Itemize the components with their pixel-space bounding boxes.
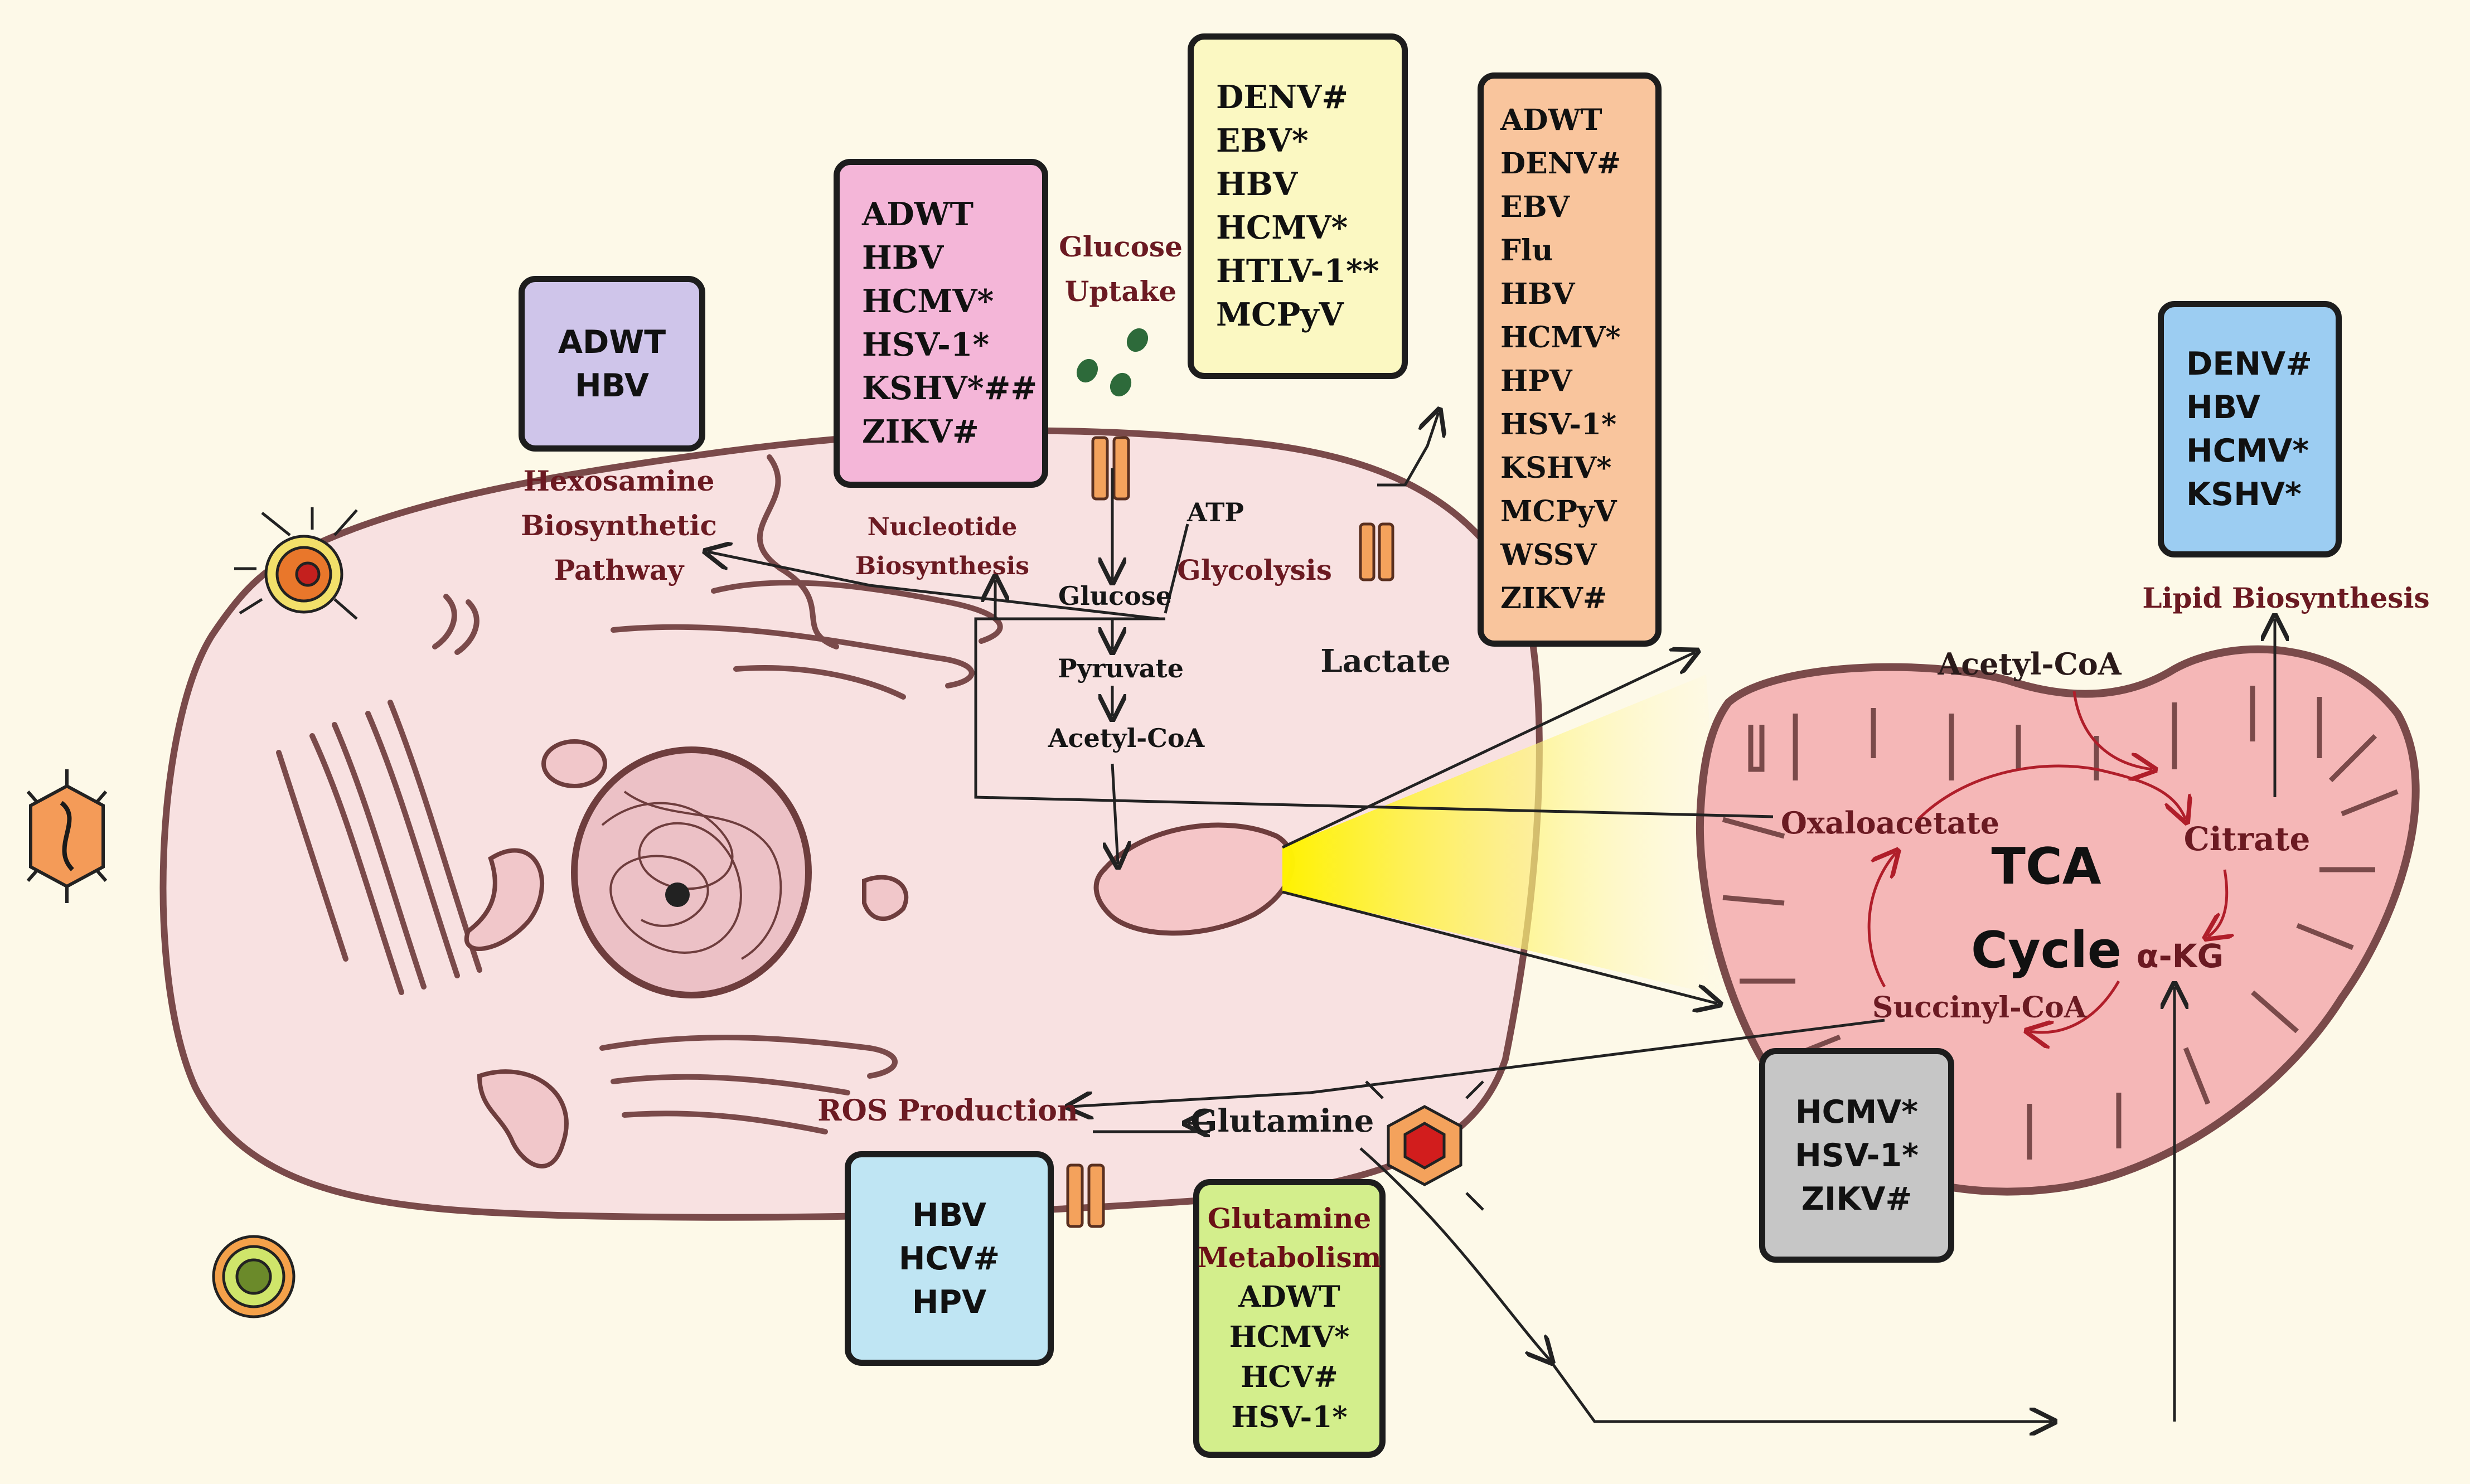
oxaloacetate-label: Oxaloacetate — [1781, 805, 1999, 841]
virus-item: HSV-1* — [1231, 1400, 1348, 1434]
ros-virus-box: HBV HCV# HPV — [845, 1151, 1054, 1366]
virus-item: HPV — [1500, 364, 1572, 398]
metabolite-labels: ATP Glucose Pyruvate Acetyl-CoA — [1048, 497, 1244, 753]
virus-item: EBV — [1500, 190, 1570, 224]
glutamine-label: Glutamine — [1191, 1103, 1374, 1139]
virus-item: HSV-1* — [1500, 408, 1617, 442]
virus-item: ADWT — [1238, 1280, 1340, 1314]
virus-item: ZIKV# — [862, 413, 979, 450]
virus-item: DENV# — [1216, 79, 1348, 116]
nucleotide-virus-box: ADWT HBV HCMV* HSV-1* KSHV*## ZIKV# — [834, 159, 1048, 488]
virus-item: WSSV — [1500, 538, 1597, 572]
virus-item: HPV — [912, 1283, 987, 1321]
zoom-beam — [1282, 675, 1728, 998]
virus-item: EBV* — [1216, 122, 1309, 159]
virus-item: HCMV* — [1500, 321, 1621, 355]
succinyl-coa-label: Succinyl-CoA — [1872, 991, 2087, 1025]
virus-item: DENV# — [2186, 346, 2312, 382]
virus-top-left — [234, 507, 358, 620]
lipid-virus-box: DENV# HBV HCMV* KSHV* — [2158, 301, 2342, 557]
glucose-uptake-label-1: Glucose — [1059, 230, 1183, 263]
glucose-molecules — [1076, 328, 1149, 397]
lactate-virus-box: ADWT DENV# EBV Flu HBV HCMV* HPV HSV-1* … — [1478, 72, 1662, 647]
acetyl-coa-mito-label: Acetyl-CoA — [1937, 646, 2122, 682]
virus-item: HCV# — [898, 1240, 1000, 1277]
nucleotide-label-1: Nucleotide — [868, 513, 1018, 541]
cell-labels: Hexosamine Biosynthetic Pathway Nucleoti… — [521, 230, 1451, 1139]
virus-item: HSV-1* — [1795, 1137, 1919, 1174]
virus-item: HCMV* — [1229, 1320, 1350, 1354]
glycolysis-label: Glycolysis — [1177, 554, 1332, 586]
atp-label: ATP — [1186, 497, 1244, 527]
virus-item: KSHV* — [1500, 451, 1612, 485]
organelles — [464, 739, 909, 1168]
glutamine-virus-box: Glutamine Metabolism ADWT HCMV* HCV# HSV… — [1193, 1179, 1386, 1458]
glucose-uptake-label-2: Uptake — [1065, 275, 1177, 308]
virus-item: ADWT — [558, 323, 666, 361]
glutamine-metabolism-header: Metabolism — [1197, 1241, 1382, 1274]
lactate-label: Lactate — [1320, 643, 1450, 680]
virus-item: HCMV* — [2186, 433, 2309, 469]
glutamine-metabolism-header: Glutamine — [1207, 1202, 1372, 1235]
virus-item: HBV — [2186, 389, 2260, 426]
tca-label-1: TCA — [1991, 837, 2101, 896]
glucose-virus-box: DENV# EBV* HBV HCMV* HTLV-1** MCPyV — [1188, 33, 1408, 379]
virus-item: Flu — [1500, 234, 1553, 268]
glutamine-transporter — [1066, 1163, 1105, 1228]
nucleotide-label-2: Biosynthesis — [855, 552, 1029, 580]
virus-item: HCV# — [1241, 1360, 1338, 1394]
cell-mitochondrion — [1093, 822, 1295, 936]
alpha-kg-label: α-KG — [2137, 937, 2224, 975]
virus-left — [26, 769, 108, 903]
mito-labels: Acetyl-CoA Lipid Biosynthesis Oxaloaceta… — [1781, 581, 2430, 1025]
tca-cycle-arrows — [1867, 691, 2227, 1032]
virus-item: HBV — [1216, 166, 1298, 203]
virus-item: HSV-1* — [862, 326, 990, 363]
acetyl-coa-cell-label: Acetyl-CoA — [1048, 723, 1205, 753]
hexosamine-label-3: Pathway — [554, 554, 685, 586]
virus-item: KSHV*## — [862, 370, 1038, 407]
glucose-transporter — [1091, 436, 1130, 501]
hexosamine-label-1: Hexosamine — [524, 464, 715, 497]
virus-item: HCMV* — [1795, 1093, 1919, 1131]
ros-production-label: ROS Production — [817, 1094, 1078, 1128]
virus-item: DENV# — [1500, 147, 1621, 181]
virus-item: HCMV* — [862, 283, 994, 320]
nucleus — [571, 746, 812, 998]
golgi-apparatus — [276, 700, 482, 995]
hexosamine-virus-box: ADWT HBV — [519, 276, 705, 452]
virus-item: HBV — [862, 239, 944, 277]
virus-item: KSHV* — [2186, 476, 2302, 513]
virus-item: MCPyV — [1216, 296, 1344, 333]
pathway-arrows — [708, 413, 2275, 1422]
virus-item: HBV — [912, 1196, 986, 1234]
lipid-biosynthesis-label: Lipid Biosynthesis — [2142, 581, 2429, 614]
pyruvate-label: Pyruvate — [1058, 653, 1184, 683]
virus-item: HBV — [1500, 277, 1575, 311]
virus-item: ADWT — [1500, 103, 1602, 137]
virus-item: HCMV* — [1216, 209, 1348, 246]
tca-label-2: Cycle — [1971, 921, 2122, 979]
endoplasmic-reticulum — [432, 454, 1003, 1134]
hexosamine-label-2: Biosynthetic — [521, 509, 717, 542]
virus-item: MCPyV — [1500, 494, 1617, 528]
virus-item: ZIKV# — [1801, 1180, 1912, 1218]
citrate-label: Citrate — [2184, 820, 2311, 858]
virus-right — [1365, 1080, 1484, 1211]
virus-item: HBV — [575, 367, 649, 404]
virus-item: ADWT — [862, 196, 974, 233]
lactate-transporter — [1359, 522, 1394, 581]
virus-bottom-left — [212, 1235, 296, 1318]
virus-item: HTLV-1** — [1216, 253, 1379, 290]
glucose-label: Glucose — [1058, 581, 1172, 611]
succinyl-virus-box: HCMV* HSV-1* ZIKV# — [1759, 1048, 1954, 1263]
virus-item: ZIKV# — [1500, 581, 1607, 615]
